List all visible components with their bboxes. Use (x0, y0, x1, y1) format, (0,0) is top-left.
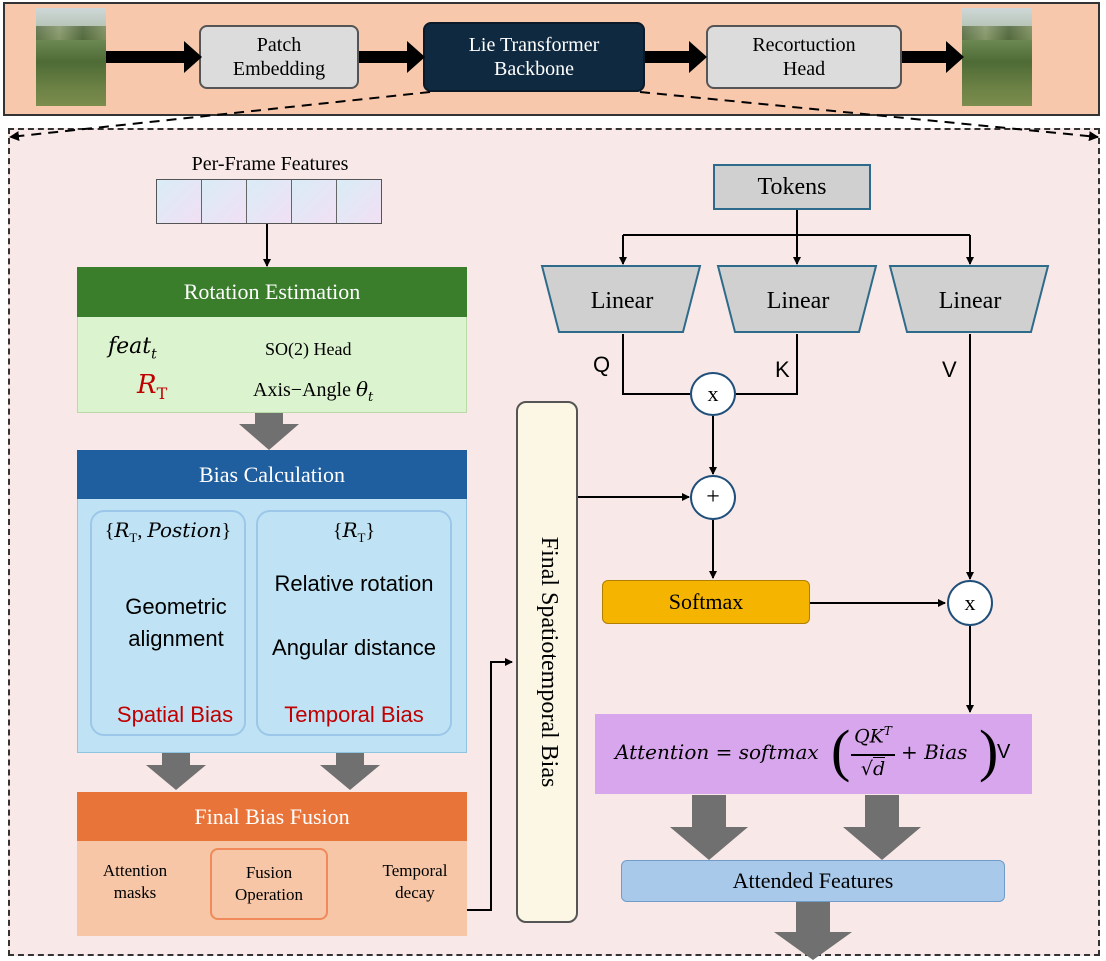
relative-rotation-step: Relative rotation (274, 571, 434, 596)
formula-denominator: √d (860, 757, 886, 780)
pipeline-arrows (106, 41, 964, 73)
formula-numerator: QKT (854, 724, 892, 748)
k-label: K (775, 357, 790, 382)
qk-multiply-node: x (690, 372, 736, 416)
linear-v-shape (888, 265, 1050, 333)
formula-right-paren: ) (979, 718, 999, 783)
so2-head-label: SO(2) Head (265, 339, 352, 359)
flow-arrows (146, 412, 921, 960)
final-spatiotemporal-bias-label: Final Spatiotemporal Bias (536, 536, 562, 788)
linear-q-shape (540, 265, 702, 333)
tokens-box: Tokens (713, 164, 871, 210)
temporal-bias-subpanel (256, 510, 452, 736)
patch-embedding-line2: Embedding (232, 58, 326, 80)
feature-strip (156, 179, 382, 224)
zoom-line-left (9, 91, 431, 142)
reconstruction-head-line2: Head (782, 58, 826, 80)
bias-calculation-title: Bias Calculation (77, 450, 467, 499)
angular-distance-step: Angular distance (272, 635, 436, 660)
spatial-input-set: {RT, Postion} (104, 518, 232, 545)
linear-v-label: Linear (938, 287, 1002, 314)
lie-backbone-line2: Backbone (494, 58, 574, 80)
feature-cell (157, 180, 202, 223)
formula-bias-term: + Bias (901, 740, 968, 764)
linear-k-shape (716, 265, 878, 333)
spatial-bias-subpanel (90, 510, 246, 736)
linear-q-label: Linear (590, 287, 654, 314)
v-label: V (942, 357, 957, 382)
r-t-output: RT (137, 370, 168, 404)
bias-calculation-panel (77, 450, 467, 753)
feature-cell (247, 180, 292, 223)
input-image (36, 8, 106, 106)
bias-add-node: + (690, 475, 736, 520)
linear-layers (540, 265, 1050, 333)
attention-formula-box: Attention = softmax ( QKT √d + Bias ) V (595, 714, 1032, 794)
lie-backbone-line1: Lie Transformer (468, 34, 600, 56)
formula-left-paren: ( (831, 718, 851, 783)
feature-cell (337, 180, 381, 223)
formula-fraction-bar (851, 754, 895, 756)
axis-angle-label: Axis−Angle θt (253, 377, 374, 405)
final-spatiotemporal-bias-bar (516, 401, 578, 923)
rotation-estimation-title: Rotation Estimation (77, 267, 467, 317)
per-frame-features-label: Per-Frame Features (191, 153, 349, 175)
temporal-bias-result: Temporal Bias (284, 702, 424, 727)
zoom-line-right (639, 91, 1099, 142)
feature-cell (292, 180, 337, 223)
softmax-box: Softmax (602, 580, 810, 624)
value-multiply-node: x (947, 580, 993, 626)
spatial-bias-result: Spatial Bias (116, 702, 234, 727)
q-label: Q (593, 352, 611, 377)
feat-t-label: featt (108, 334, 157, 363)
attended-features-box: Attended Features (621, 860, 1005, 902)
final-bias-fusion-title: Final Bias Fusion (77, 792, 467, 841)
reconstruction-head-line1: Recortuction (752, 34, 856, 56)
patch-embedding-line1: Patch (256, 34, 302, 56)
formula-v: V (997, 741, 1011, 763)
temporal-input-set: {RT} (332, 518, 376, 545)
formula-lhs: Attention = softmax (615, 740, 819, 764)
linear-k-label: Linear (766, 287, 830, 314)
feature-cell (202, 180, 247, 223)
output-image (962, 8, 1032, 106)
